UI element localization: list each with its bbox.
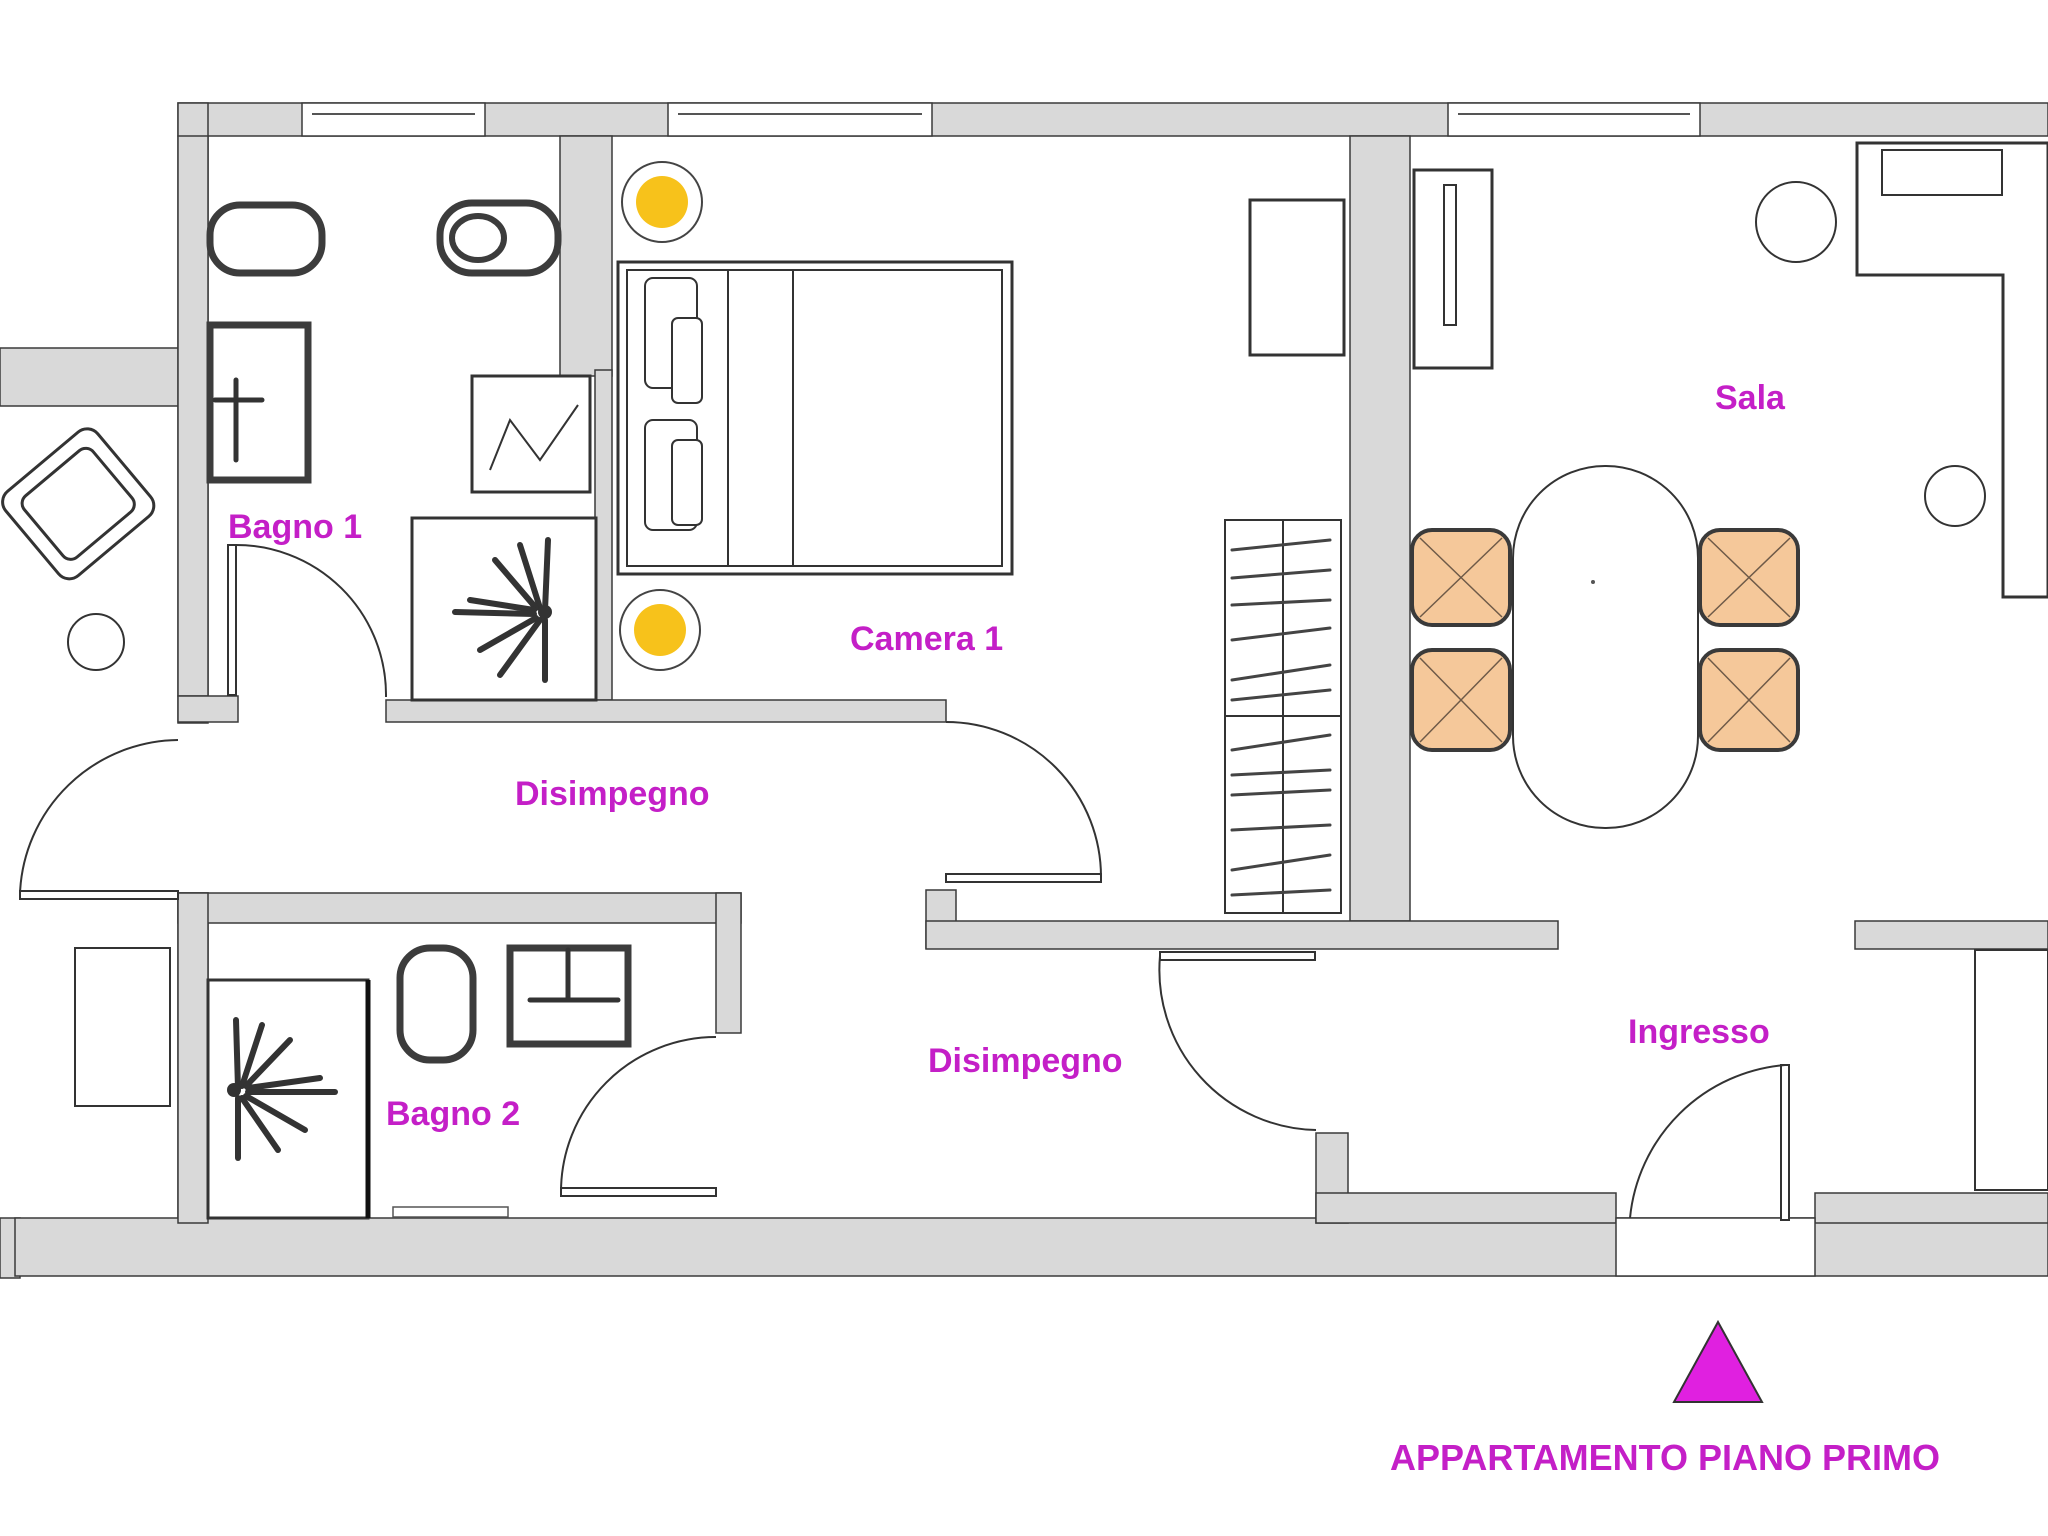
room-labels: Bagno 1 Camera 1 Disimpegno Disimpegno B… [228, 379, 1786, 1133]
wall-bagno1-right-lower [594, 369, 613, 701]
bagno1-fixtures [206, 199, 598, 702]
camera1-furniture [616, 161, 1346, 914]
wall-corridor-low-h [1315, 1192, 1617, 1224]
shower-drain-icon [233, 1017, 338, 1161]
chair-icon [1698, 648, 1800, 752]
doors [19, 543, 1790, 1221]
label-bagno1: Bagno 1 [228, 508, 362, 546]
door-entrance-threshold [1615, 1217, 1816, 1277]
shower-drain-icon [452, 537, 551, 683]
entrance-marker-icon [1672, 1319, 1764, 1403]
dining-table [1512, 465, 1699, 829]
bidet [206, 201, 326, 277]
wall-bagno1-left [177, 135, 209, 697]
balcony-furniture [1, 427, 156, 671]
chair-icon [1698, 528, 1800, 627]
entrance-cabinet [1974, 949, 2048, 1191]
round-table-small [1755, 181, 1837, 263]
plan-title: APPARTAMENTO PIANO PRIMO [1390, 1437, 1940, 1478]
bagno2-fixtures [74, 944, 632, 1220]
chair-icon [1410, 648, 1512, 752]
label-ingresso: Ingresso [1628, 1013, 1770, 1051]
label-camera1: Camera 1 [850, 620, 1003, 658]
dresser [1248, 198, 1346, 357]
armchair-icon [1, 427, 156, 581]
toilet [436, 199, 562, 277]
wall-bagno2-top [177, 892, 742, 924]
label-disimpegno2: Disimpegno [928, 1042, 1123, 1080]
side-table [67, 613, 125, 671]
sala-furniture [1410, 141, 2048, 1191]
wall-bagno2-left [177, 892, 209, 1224]
label-sala: Sala [1715, 379, 1786, 417]
windows [301, 102, 1816, 1277]
hangers-icon [1230, 538, 1332, 897]
label-bagno2: Bagno 2 [386, 1095, 520, 1133]
wall-balcony-top [0, 347, 179, 407]
wall-bagno1-right [559, 135, 613, 377]
radiator [392, 1206, 509, 1218]
shower-bagno2 [206, 978, 370, 1220]
window-camera [667, 102, 933, 137]
toilet-bagno2 [396, 944, 477, 1064]
small-cabinet [74, 947, 171, 1107]
wall-entrance-right [1814, 1192, 2048, 1224]
wall-camera-sala [1349, 135, 1411, 922]
washing-machine [470, 374, 592, 494]
wall-bagno2-right [715, 892, 742, 1034]
wall-sala-bottom-right [1854, 920, 2048, 950]
sofa [1855, 141, 2048, 599]
round-table-small [1924, 465, 1986, 527]
wall-bagno1-bottom [385, 699, 947, 723]
wall-bagno1-bottom-left [177, 695, 239, 723]
wall-corridor-mid-h [925, 920, 1559, 950]
label-disimpegno1: Disimpegno [515, 775, 710, 813]
window-bagno1 [301, 102, 486, 137]
window-sala [1447, 102, 1701, 137]
chair-icon [1410, 528, 1512, 627]
